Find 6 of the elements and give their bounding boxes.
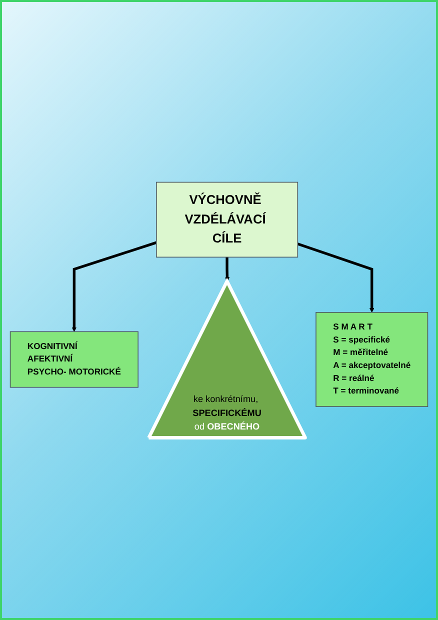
arrow xyxy=(72,241,157,332)
arrow xyxy=(224,257,230,282)
arrow xyxy=(297,242,374,313)
node-box: VÝCHOVNĚ VZDÉLÁVACÍ CÍLE xyxy=(156,182,298,258)
node-box: KOGNITIVNÍ AFEKTIVNÍ PSYCHO- MOTORICKÉ xyxy=(10,331,138,388)
node-box: S M A R T S = specifické M = měřitelné A = akceptovatelné R = reálné T = terminované xyxy=(316,312,428,407)
